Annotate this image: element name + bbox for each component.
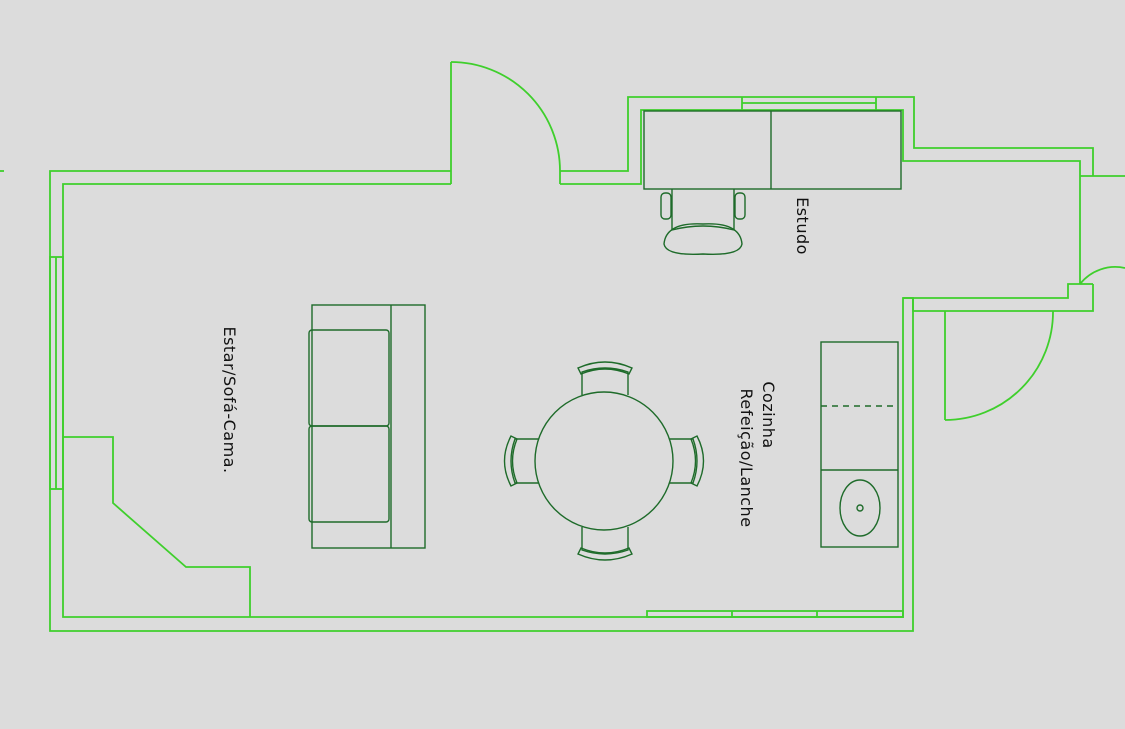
chair-right-back (690, 435, 705, 487)
study-chair-back (663, 223, 743, 255)
chair-bottom (581, 527, 629, 555)
study-wall-left (560, 96, 1094, 176)
chair-top (581, 367, 629, 395)
chair-bottom-back (577, 547, 633, 561)
room-label-dining: Refeição/Lanche (737, 388, 756, 527)
kitchen-sink-drain (856, 504, 864, 512)
sofa-cushion-bottom (308, 425, 390, 523)
kitchen-sink-basin (839, 479, 881, 537)
walls (0, 96, 1125, 632)
right-wall-inner (903, 283, 1080, 299)
bottom-window (646, 610, 904, 618)
entrance-door-swing (450, 61, 561, 184)
dining-set (503, 361, 705, 561)
right-door-swing (1079, 266, 1125, 285)
side-door-swing (944, 310, 1054, 421)
study-furniture (643, 110, 902, 255)
sofa-cushion-top (308, 329, 390, 427)
dining-table (534, 391, 674, 531)
study-desk (643, 110, 902, 190)
kitchen-counter-frame (820, 341, 899, 548)
chair-left-back (503, 435, 518, 487)
study-chair-arm-left (660, 192, 672, 220)
study-wall-left-inner (560, 109, 1081, 185)
corner-chamfer (63, 436, 251, 617)
right-wall-outer (912, 284, 1094, 312)
chair-left (510, 438, 539, 484)
doors (450, 61, 1125, 421)
room-label-study: Estudo (793, 197, 812, 255)
kitchen-counter (820, 341, 899, 548)
room-label-kitchen: Cozinha (759, 381, 778, 448)
chair-right (669, 438, 698, 484)
sofa-bed (308, 304, 426, 549)
study-chair-arm-right (734, 192, 746, 220)
room-label-living: Estar/Sofá-Cama. (220, 326, 239, 473)
chair-top-back (577, 361, 633, 375)
